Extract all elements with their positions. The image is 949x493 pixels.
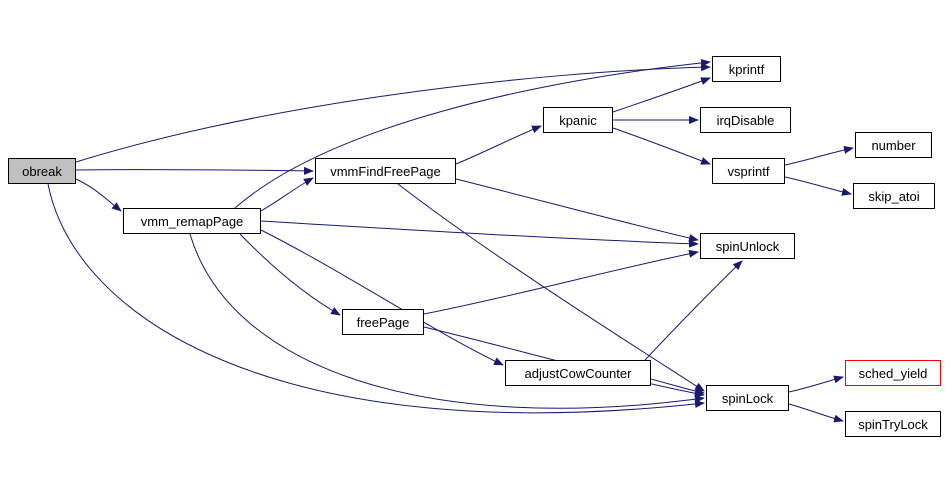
edge-vmm_remapPage-freePage: [239, 233, 341, 316]
edge-vsprintf-skip_atoi: [784, 176, 852, 196]
node-kpanic[interactable]: kpanic: [543, 107, 613, 133]
node-sched_yield[interactable]: sched_yield: [845, 360, 941, 386]
edge-vsprintf-number: [784, 146, 854, 166]
edge-vmm_remapPage-kprintf: [234, 58, 711, 209]
edge-adjustCowCounter-spinLock: [650, 378, 705, 396]
edge-vmmFindFreePage-spinLock: [397, 183, 705, 392]
node-freePage[interactable]: freePage: [342, 309, 424, 335]
edge-obreak-vmmFindFreePage: [75, 166, 314, 175]
node-kprintf[interactable]: kprintf: [712, 56, 781, 82]
node-vmm_remapPage[interactable]: vmm_remapPage: [123, 208, 261, 234]
edge-spinLock-sched_yield: [788, 375, 844, 393]
node-obreak: obreak: [8, 158, 76, 184]
edge-freePage-spinUnlock: [423, 249, 699, 315]
edge-obreak-kprintf: [75, 63, 711, 163]
edge-obreak-vmm_remapPage: [75, 178, 122, 212]
node-spinTryLock[interactable]: spinTryLock: [845, 411, 941, 437]
node-spinUnlock[interactable]: spinUnlock: [700, 233, 795, 259]
node-vmmFindFreePage[interactable]: vmmFindFreePage: [315, 158, 456, 184]
node-adjustCowCounter[interactable]: adjustCowCounter: [505, 360, 651, 386]
edge-vmm_remapPage-spinLock: [189, 233, 705, 409]
edge-kpanic-vsprintf: [612, 127, 711, 165]
node-spinLock[interactable]: spinLock: [706, 385, 789, 411]
edge-obreak-spinLock: [47, 183, 705, 414]
edge-vmm_remapPage-spinUnlock: [260, 220, 699, 248]
edge-adjustCowCounter-spinUnlock: [644, 260, 743, 361]
edge-vmmFindFreePage-kpanic: [455, 125, 542, 165]
edge-vmmFindFreePage-spinUnlock: [455, 178, 699, 242]
node-vsprintf[interactable]: vsprintf: [712, 158, 785, 184]
node-number[interactable]: number: [855, 132, 932, 158]
edge-spinLock-spinTryLock: [788, 403, 844, 423]
edge-kpanic-kprintf: [612, 77, 711, 113]
node-irqDisable[interactable]: irqDisable: [700, 107, 791, 133]
edge-vmm_remapPage-vmmFindFreePage: [260, 177, 314, 212]
node-skip_atoi[interactable]: skip_atoi: [853, 183, 935, 209]
edge-vmm_remapPage-adjustCowCounter: [260, 229, 504, 366]
